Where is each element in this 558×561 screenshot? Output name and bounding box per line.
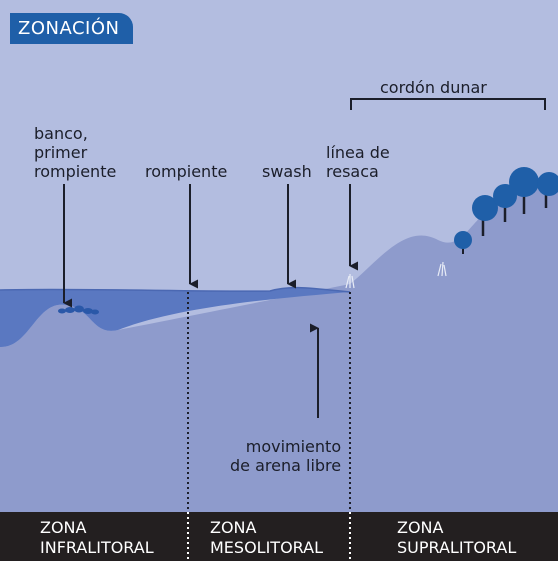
linea-resaca-label: línea de resaca — [326, 143, 390, 181]
tree-icon — [454, 231, 472, 254]
sand-profile — [0, 186, 558, 512]
cordon-dunar-label: cordón dunar — [380, 78, 487, 97]
movimiento-label: movimiento de arena libre — [230, 437, 342, 475]
zones-footer — [0, 512, 558, 561]
banco-label: banco, primer rompiente — [34, 124, 117, 181]
sandbank-rocks — [58, 305, 99, 315]
cordon-dunar-bracket — [350, 98, 546, 110]
tree-icon — [537, 172, 558, 208]
section-title-tag: ZONACIÓN — [10, 13, 134, 44]
tree-icon — [509, 167, 539, 214]
water-body — [0, 287, 350, 348]
grass-tuft-icon — [345, 261, 447, 289]
tree-icon — [493, 184, 517, 222]
zone-mesolitoral-label: ZONA MESOLITORAL — [210, 518, 323, 557]
zone-supralitoral-label: ZONA SUPRALITORAL — [397, 518, 517, 557]
tree-icon — [472, 195, 498, 236]
swash-label: swash — [262, 162, 312, 181]
trees-group — [454, 167, 558, 254]
rompiente-label: rompiente — [145, 162, 228, 181]
zone-infralitoral-label: ZONA INFRALITORAL — [40, 518, 154, 557]
